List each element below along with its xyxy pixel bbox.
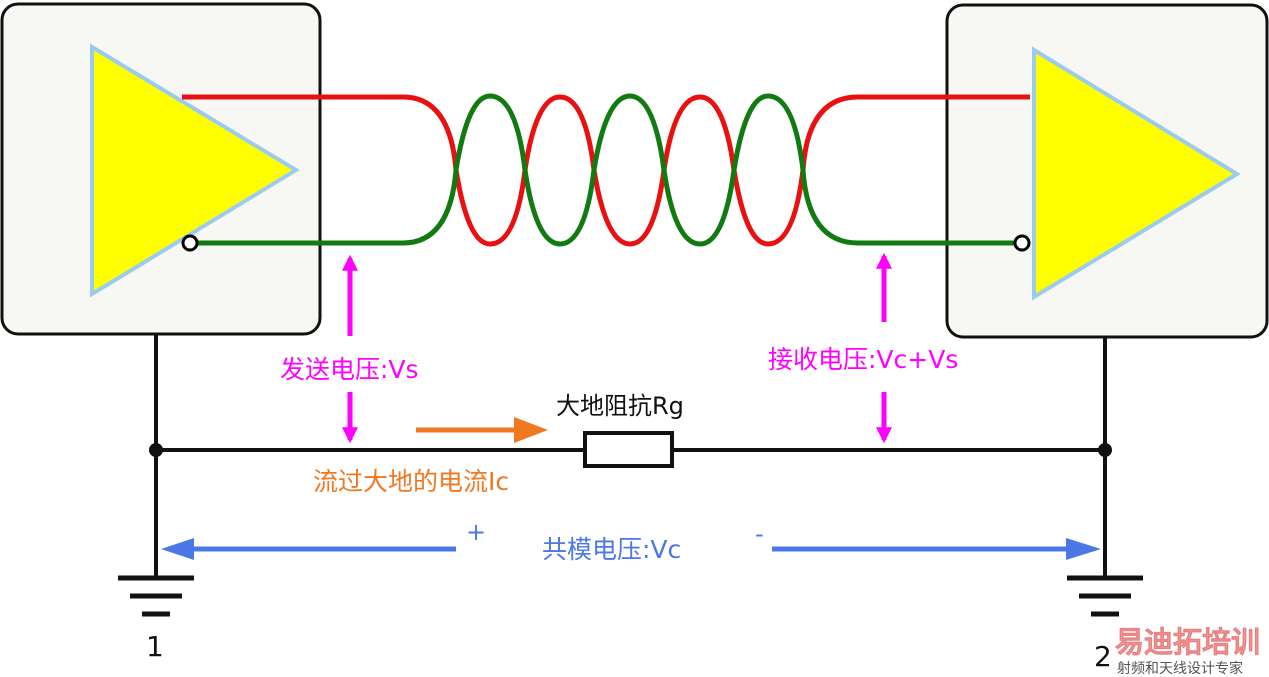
ground-current-label: 流过大地的电流Ic — [313, 467, 509, 496]
right-terminal-circle — [1013, 234, 1031, 252]
plus-sign-label: + — [466, 518, 486, 546]
red-signal-wire — [182, 94, 1030, 247]
common-mode-left-arrow — [161, 538, 456, 560]
left-amplifier-icon — [90, 43, 300, 298]
watermark-brand: 易迪拓培训 — [1115, 625, 1260, 659]
common-mode-voltage-label: 共模电压:Vc — [542, 535, 681, 564]
left-terminal-circle — [181, 234, 199, 252]
ground-impedance-label: 大地阻抗Rg — [556, 392, 684, 420]
right-junction-dot — [1098, 443, 1112, 457]
left-junction-dot — [149, 443, 163, 457]
receive-voltage-label: 接收电压:Vc+Vs — [768, 345, 958, 374]
minus-sign-label: - — [755, 520, 764, 548]
common-mode-right-arrow — [772, 538, 1101, 560]
ground-node-2-label: 2 — [1094, 640, 1112, 673]
watermark-tagline: 射频和天线设计专家 — [1117, 660, 1243, 677]
resistor-icon — [583, 431, 674, 468]
ground-symbol-icon — [1067, 575, 1143, 617]
ground-current-arrow — [416, 417, 548, 443]
ground-node-1-label: 1 — [146, 630, 164, 663]
green-signal-wire — [190, 93, 1014, 247]
ground-symbol-icon — [118, 575, 194, 617]
send-voltage-label: 发送电压:Vs — [280, 355, 419, 384]
right-amplifier-icon — [1032, 46, 1241, 301]
